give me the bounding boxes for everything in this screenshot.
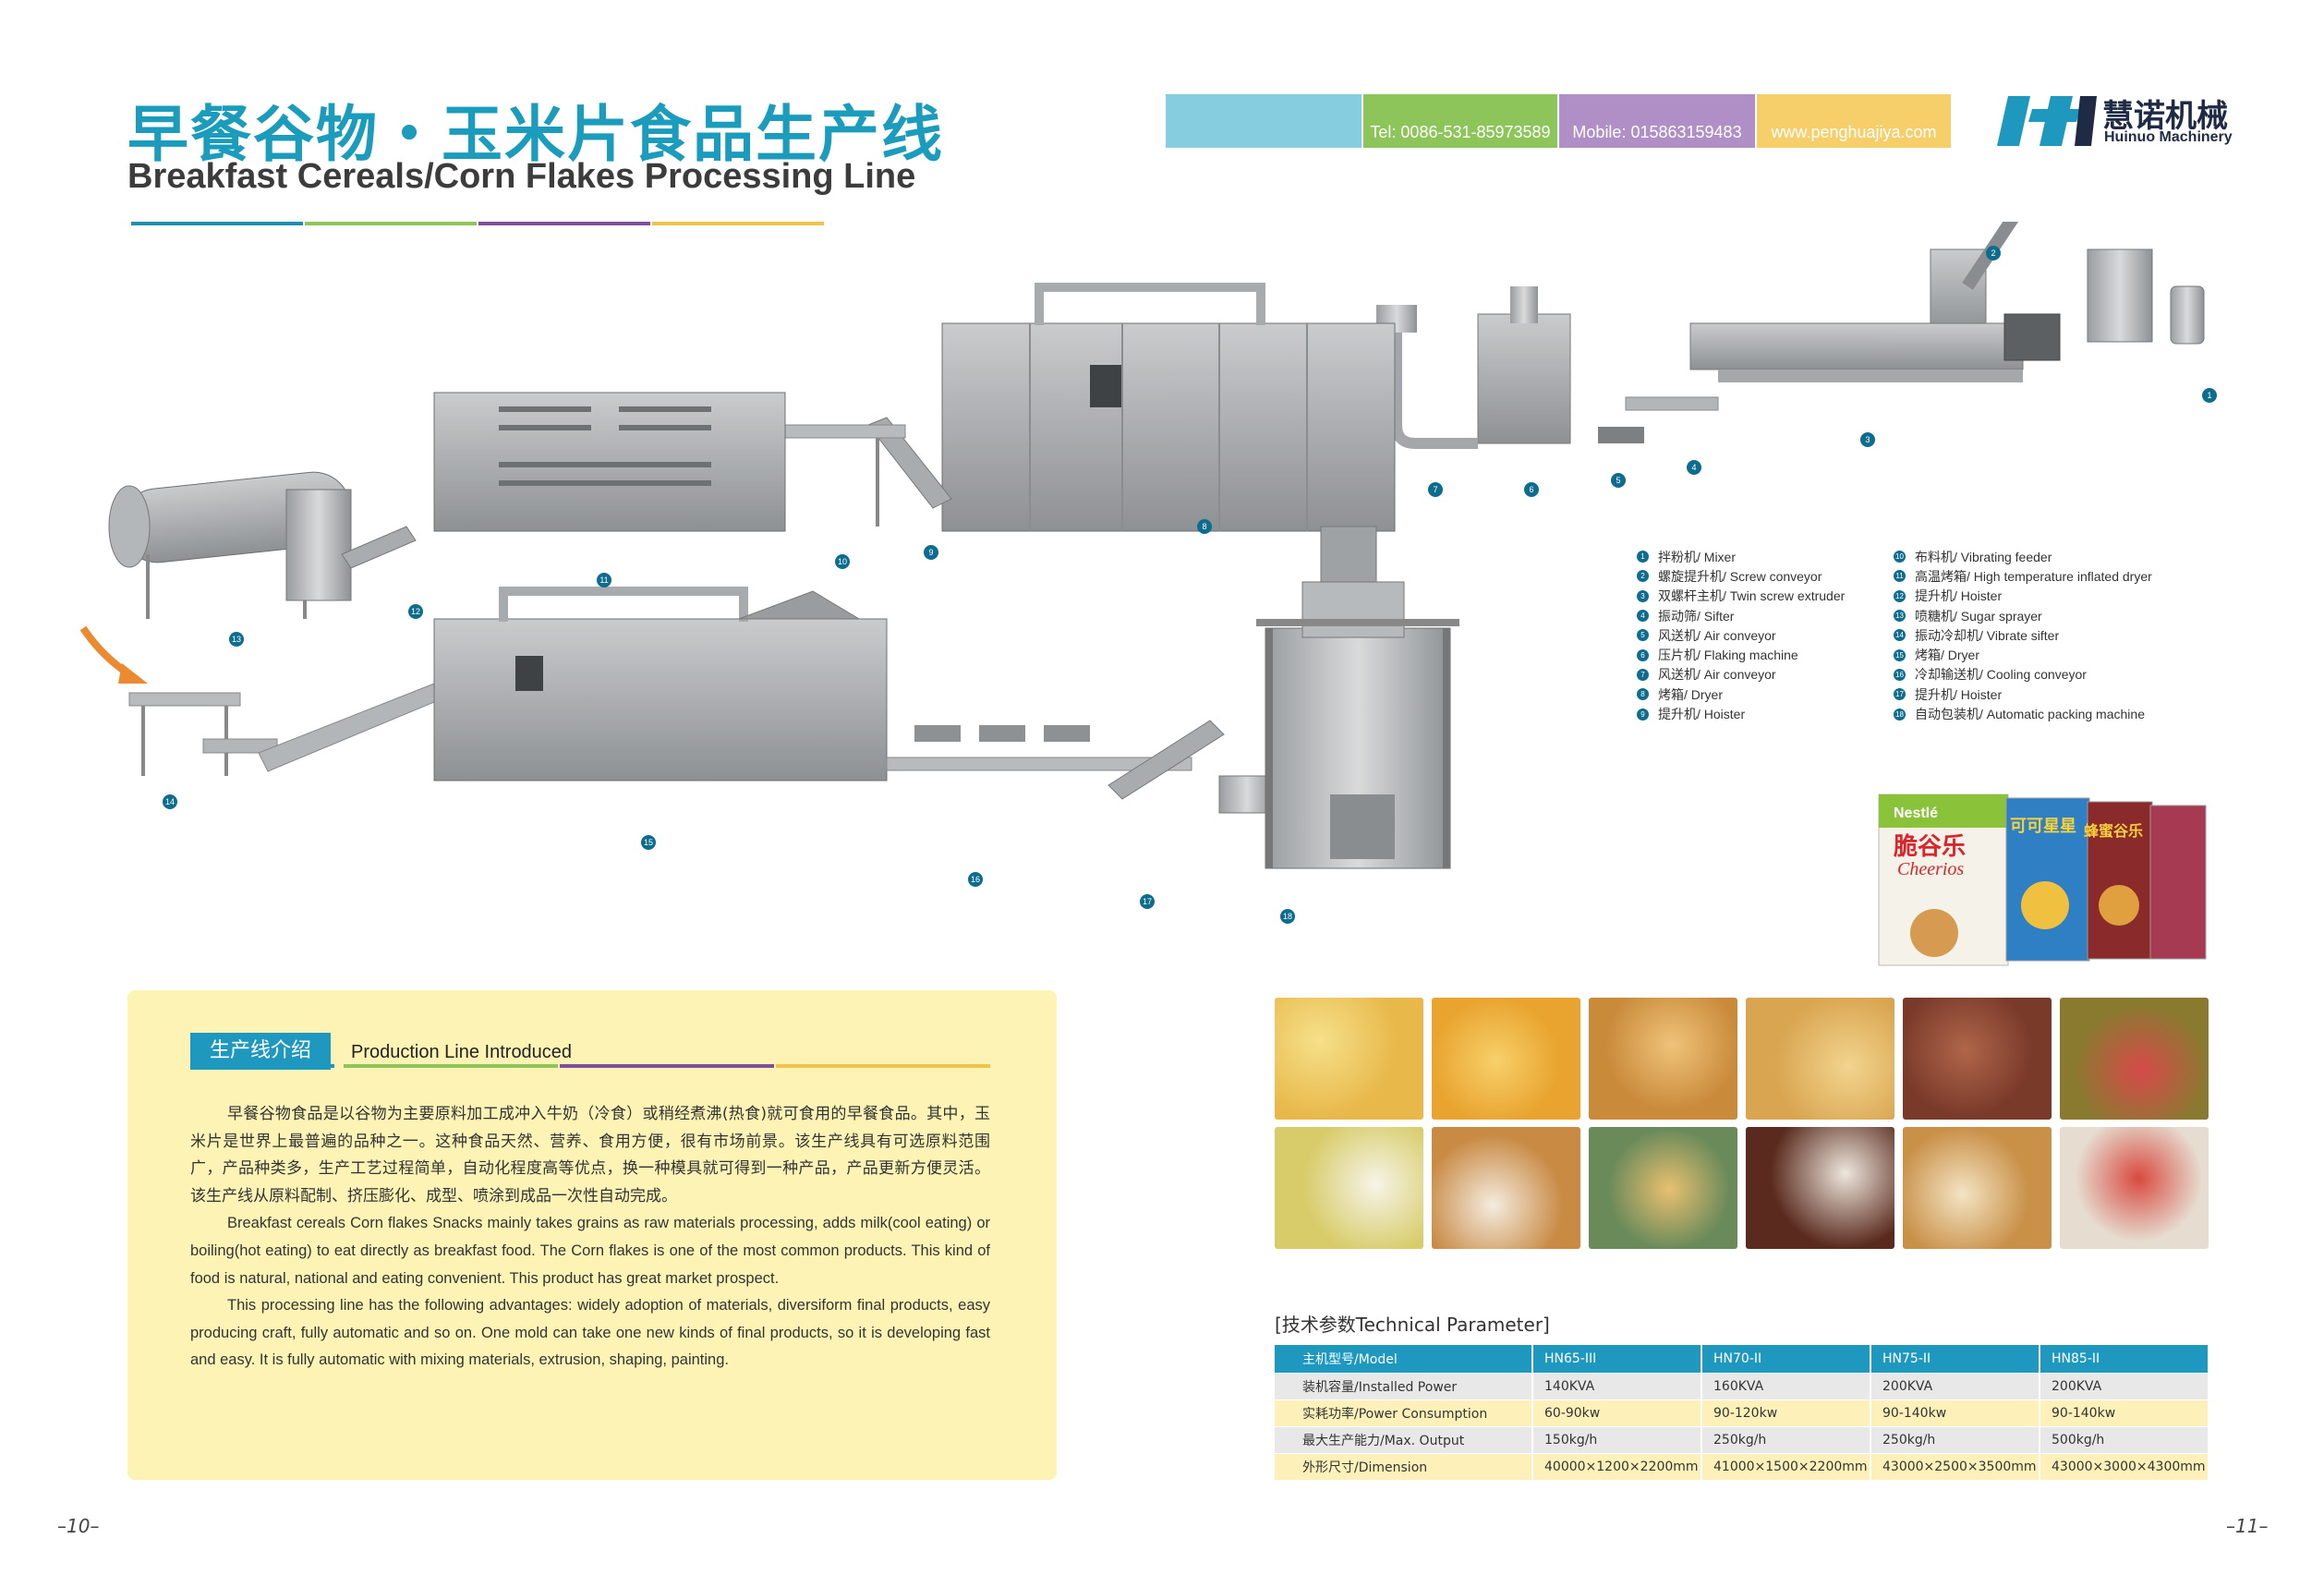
title-rule-purple: [478, 222, 650, 225]
intro-rule-blue: [190, 1064, 334, 1068]
callout-18: 18: [1280, 909, 1295, 924]
flakes-milk-splash-photo: [1275, 1127, 1423, 1249]
contact-website: www.penghuajiya.com: [1757, 94, 1951, 148]
title-rule-blue: [131, 222, 303, 225]
production-line-illustration: [79, 222, 2205, 869]
logo-name-en: Huinuo Machinery: [2104, 129, 2233, 145]
intro-heading-cn: 生产线介绍: [190, 1033, 331, 1070]
intro-paragraph-cn: 早餐谷物食品是以谷物为主要原料加工成冲入牛奶（冷食）或稍经煮沸(热食)就可食用的…: [190, 1105, 990, 1205]
intro-rule-yellow: [776, 1064, 990, 1068]
callout-9: 9: [924, 545, 938, 560]
callout-16: 16: [968, 872, 983, 887]
page-title-en: Breakfast Cereals/Corn Flakes Processing…: [127, 157, 916, 196]
intro-paragraph-en-2: This processing line has the following a…: [190, 1297, 990, 1369]
intro-paragraph-en-1: Breakfast cereals Corn flakes Snacks mai…: [190, 1215, 990, 1287]
callout-5: 5: [1611, 473, 1626, 488]
table-row: 外形尺寸/Dimension 40000×1200×2200mm 41000×1…: [1275, 1453, 2209, 1481]
callout-12: 12: [408, 604, 423, 619]
callout-11: 11: [597, 573, 611, 588]
table-row: 装机容量/Installed Power 140KVA 160KVA 200KV…: [1275, 1373, 2209, 1400]
table-row: 最大生产能力/Max. Output 150kg/h 250kg/h 250kg…: [1275, 1426, 2209, 1454]
chocolate-squares-photo: [1903, 998, 2052, 1120]
callout-8: 8: [1197, 519, 1212, 534]
frosted-flakes-photo: [1589, 998, 1737, 1120]
rings-milk-photo: [1903, 1127, 2052, 1249]
contact-mobile: Mobile: 015863159483: [1559, 94, 1755, 148]
callout-3: 3: [1860, 432, 1875, 447]
corn-flakes-pile-photo: [1432, 998, 1580, 1120]
callout-15: 15: [641, 835, 656, 850]
intro-text: 早餐谷物食品是以谷物为主要原料加工成冲入牛奶（冷食）或稍经煮沸(热食)就可食用的…: [190, 1101, 990, 1375]
intro-panel: [127, 990, 1057, 1480]
page-title-cn: 早餐谷物・玉米片食品生产线: [127, 98, 944, 170]
callout-14: 14: [163, 794, 177, 809]
fruit-loops-photo: [2060, 998, 2209, 1120]
flakes-milk-bowl-photo: [1432, 1127, 1580, 1249]
package-brand-label: Nestlé: [1894, 806, 1939, 821]
cereal-package-image: [1878, 794, 2207, 966]
package-box3-cn: 蜂蜜谷乐: [2084, 822, 2144, 840]
page-number-left: –10–: [57, 1515, 100, 1537]
intro-rule-purple: [560, 1064, 774, 1068]
corn-flakes-bowl-photo: [1275, 998, 1423, 1120]
page-number-right: –11–: [2226, 1515, 2269, 1537]
rings-strawberry-photo: [2060, 1127, 2209, 1249]
cocoa-balls-milk-photo: [1746, 1127, 1894, 1249]
logo-name-cn: 慧诺机械: [2102, 98, 2228, 135]
table-row: 主机型号/Model HN65-III HN70-II HN75-II HN85…: [1275, 1345, 2209, 1374]
cereal-photo-grid: [1275, 998, 2209, 1249]
contact-bar-blank: [1166, 94, 1362, 148]
callout-7: 7: [1428, 482, 1443, 497]
contact-tel: Tel: 0086-531-85973589: [1363, 94, 1557, 148]
callout-6: 6: [1524, 482, 1539, 497]
flakes-spoon-photo: [1589, 1127, 1737, 1249]
intro-rule-green: [344, 1064, 558, 1068]
callout-4: 4: [1687, 460, 1701, 475]
callout-2: 2: [1986, 246, 2001, 260]
table-row: 实耗功率/Power Consumption 60-90kw 90-120kw …: [1275, 1399, 2209, 1427]
title-rule-yellow: [652, 222, 824, 225]
callout-13: 13: [229, 632, 244, 647]
intro-heading-en: Production Line Introduced: [351, 1042, 573, 1062]
package-box1-en: Cheerios: [1897, 859, 1965, 879]
tech-parameter-title: [技术参数Technical Parameter]: [1275, 1314, 1550, 1336]
callout-1: 1: [2202, 388, 2217, 403]
package-box1-cn: 脆谷乐: [1894, 833, 1967, 861]
callout-17: 17: [1140, 894, 1155, 909]
huinuo-logo-icon: [1997, 96, 2097, 146]
title-rule-green: [305, 222, 477, 225]
honey-rings-photo: [1746, 998, 1894, 1120]
tech-parameter-table: 主机型号/Model HN65-III HN70-II HN75-II HN85…: [1275, 1345, 2209, 1481]
package-box2-cn: 可可星星: [2010, 817, 2076, 836]
callout-10: 10: [835, 554, 850, 569]
